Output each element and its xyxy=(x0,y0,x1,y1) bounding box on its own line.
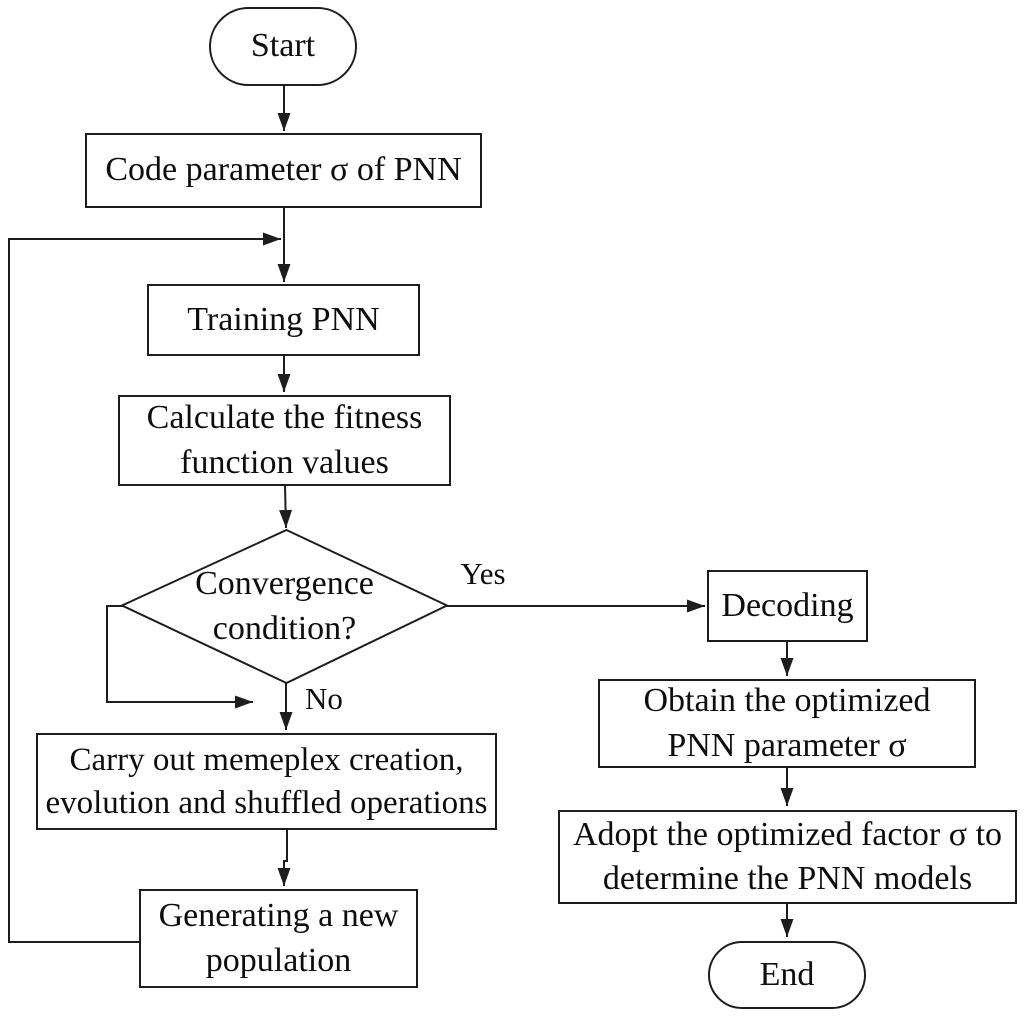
node-end: End xyxy=(708,941,866,1009)
edge-label-no: No xyxy=(305,681,343,716)
node-convergence-decision-label: Convergence condition? xyxy=(195,565,374,647)
arrow-decision-inner-loop xyxy=(106,605,253,709)
node-decoding: Decoding xyxy=(707,570,868,642)
node-carry-out-memeplex: Carry out memeplex creation, evolution a… xyxy=(36,733,497,830)
arrow-carry-to-generating xyxy=(277,830,291,886)
node-obtain-parameter: Obtain the optimized PNN parameter σ xyxy=(598,679,976,768)
node-training-pnn: Training PNN xyxy=(147,284,420,356)
edge-label-yes: Yes xyxy=(460,556,506,591)
decision-diamond-shape xyxy=(119,528,450,685)
node-code-parameter: Code parameter σ of PNN xyxy=(85,133,482,208)
node-generating-population: Generating a new population xyxy=(139,889,418,988)
node-calculate-fitness: Calculate the fitness function values xyxy=(118,395,451,486)
arrow-calculate-to-decision xyxy=(279,485,293,529)
node-start: Start xyxy=(209,7,357,86)
arrow-feedback-loop xyxy=(8,232,281,943)
node-adopt-factor: Adopt the optimized factor σ to determin… xyxy=(558,810,1017,904)
